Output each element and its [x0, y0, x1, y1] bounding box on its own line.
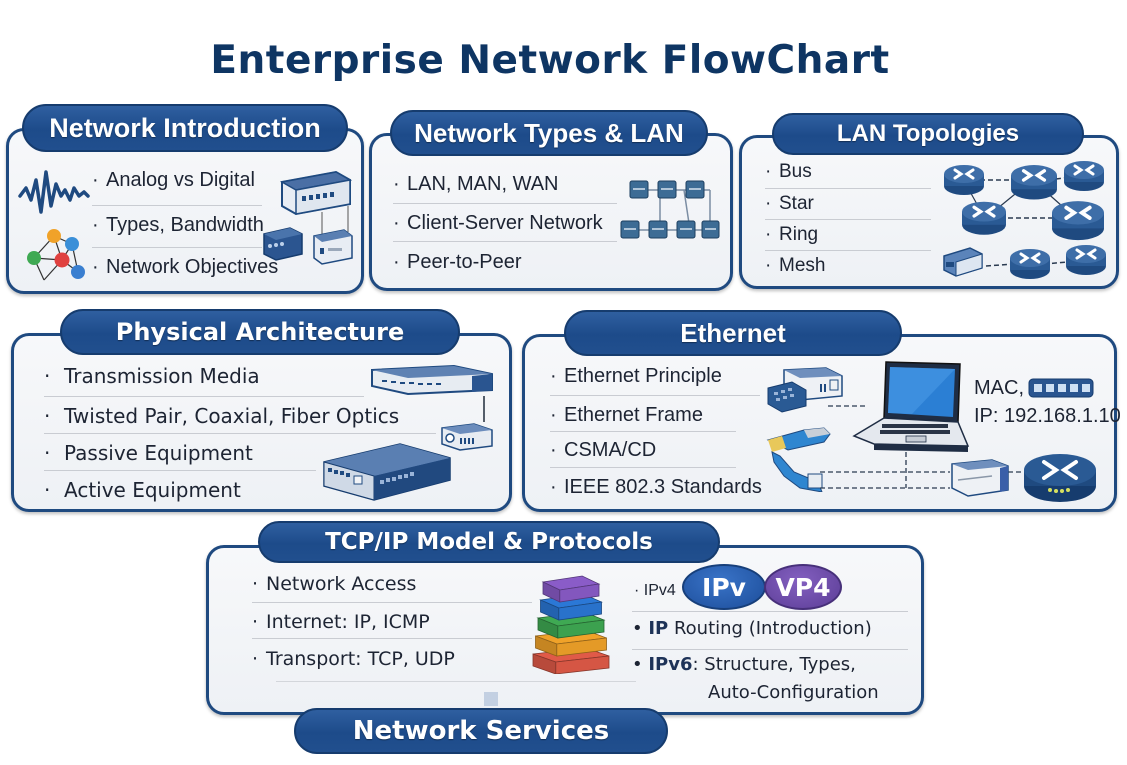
signal-wave-icon [18, 166, 90, 218]
list-item: ·Peer-to-Peer [393, 251, 522, 273]
mac-label: MAC, [974, 377, 1024, 399]
heading-tcpip[interactable]: TCP/IP Model & Protocols [258, 521, 720, 563]
intro-list: ·Analog vs Digital ·Types, Bandwidth ·Ne… [92, 164, 279, 288]
list-item: ·Transmission Media [44, 360, 364, 397]
list-item: ·LAN, MAN, WAN [393, 166, 617, 204]
list-item: ·CSMA/CD [550, 432, 736, 468]
types-list: ·LAN, MAN, WAN ·Client-Server Network ·P… [393, 166, 617, 280]
list-item: ·Ring [765, 220, 931, 251]
ipv4-row: · IPv4 IPv VP4 [632, 564, 908, 612]
heading-network-services[interactable]: Network Services [294, 708, 668, 754]
layer-stack-icon [528, 574, 614, 674]
ethernet-list: ·Ethernet Principle ·Ethernet Frame ·CSM… [550, 360, 762, 504]
list-item: ·Analog vs Digital [92, 164, 262, 206]
heading-network-introduction[interactable]: Network Introduction [22, 104, 348, 152]
ipv-badge: IPv [682, 564, 766, 610]
list-item: ·Bus [765, 158, 931, 189]
list-item: ·Internet: IP, ICMP [252, 603, 532, 639]
list-item: ·Client-Server Network [393, 204, 617, 242]
network-devices-icon [262, 170, 356, 270]
ipv6-item: • IPv6: Structure, Types, [632, 654, 856, 675]
divider [276, 681, 636, 682]
nic-icon [764, 366, 844, 416]
list-item: ·Ethernet Frame [550, 396, 736, 432]
switch-grid-icon [620, 178, 720, 244]
ethernet-cable-icon [764, 422, 844, 492]
connector-square [484, 692, 498, 706]
section-network-types [369, 133, 733, 291]
heading-physical-architecture[interactable]: Physical Architecture [60, 309, 460, 355]
list-item: ·Mesh [765, 255, 826, 276]
router-icon [1022, 448, 1100, 504]
list-item: ·Twisted Pair, Coaxial, Fiber Optics [44, 397, 436, 434]
network-card-icon [948, 456, 1012, 502]
topologies-list: ·Bus ·Star ·Ring ·Mesh [765, 158, 931, 282]
patch-panel-icon [368, 362, 498, 458]
ip-address-label: IP: 192.168.1.10 [974, 405, 1121, 427]
stack-layer [541, 575, 601, 603]
router-mesh-icon [940, 158, 1108, 282]
page-title: Enterprise Network FlowChart [210, 38, 890, 83]
vp4-badge: VP4 [764, 564, 842, 610]
list-item: ·Active Equipment [44, 478, 241, 502]
list-item: ·Network Access [252, 567, 532, 603]
network-graph-icon [22, 224, 90, 284]
ipv4-label: · IPv4 [634, 582, 676, 599]
list-item: ·Passive Equipment [44, 434, 316, 471]
list-item: ·Ethernet Principle [550, 360, 760, 396]
list-item: ·Network Objectives [92, 256, 279, 278]
physical-list: ·Transmission Media ·Twisted Pair, Coaxi… [44, 360, 436, 508]
list-item: ·Transport: TCP, UDP [252, 648, 455, 670]
ipv6-item-continued: Auto-Configuration [708, 682, 879, 703]
tcpip-left-list: ·Network Access ·Internet: IP, ICMP ·Tra… [252, 567, 532, 675]
list-item: ·IEEE 802.3 Standards [550, 476, 762, 498]
list-item: ·Types, Bandwidth [92, 206, 264, 248]
heading-network-types[interactable]: Network Types & LAN [390, 110, 708, 156]
laptop-icon [852, 360, 970, 460]
mac-port-icon [1028, 378, 1094, 398]
switch-icon [322, 440, 452, 504]
heading-ethernet[interactable]: Ethernet [564, 310, 902, 356]
ip-routing-item: • IP Routing (Introduction) [632, 614, 908, 650]
heading-lan-topologies[interactable]: LAN Topologies [772, 113, 1084, 155]
list-item: ·Star [765, 189, 931, 220]
